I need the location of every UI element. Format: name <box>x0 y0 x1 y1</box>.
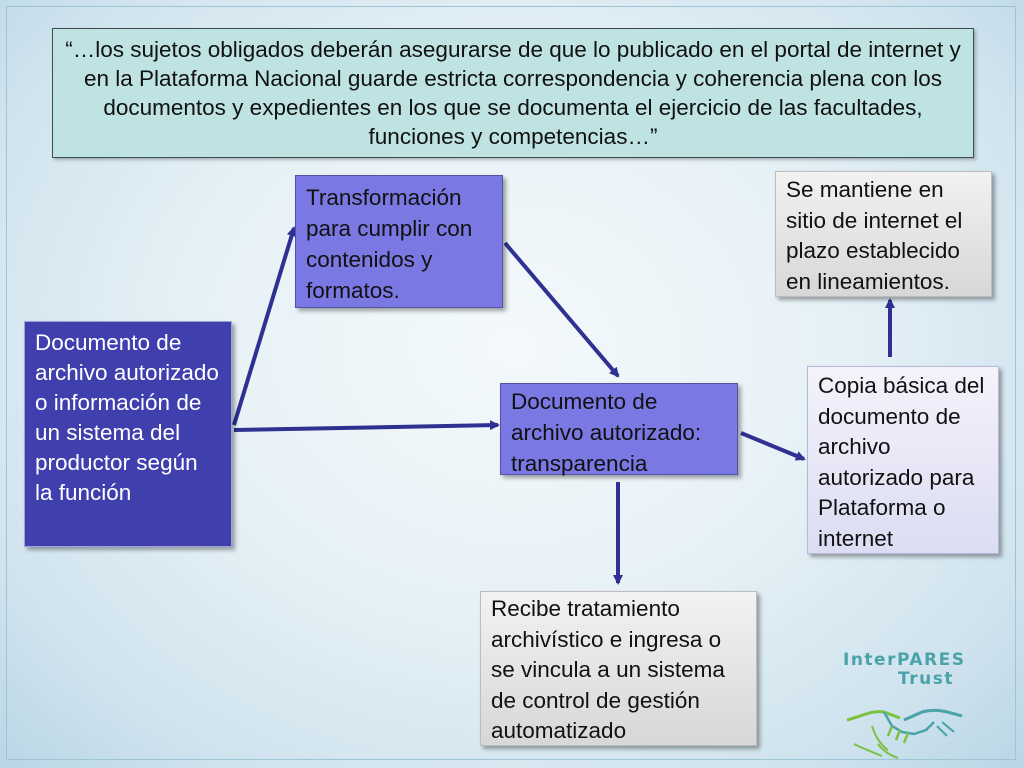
node-documento-transparencia: Documento de archivo autorizado: transpa… <box>500 383 738 476</box>
node-transformacion: Transformación para cumplir con contenid… <box>295 175 503 308</box>
logo-line1: InterPARES <box>843 650 966 670</box>
handshake-icon <box>846 708 963 759</box>
node-recibe-tratamiento: Recibe tratamiento archivístico e ingres… <box>480 591 757 746</box>
logo-line2: Trust <box>898 669 954 689</box>
arrow-documento-to-transparencia <box>233 420 500 432</box>
node-se-mantiene: Se mantiene en sitio de internet el plaz… <box>775 171 992 297</box>
node-documento-archivo: Documento de archivo autorizado o inform… <box>24 321 232 547</box>
arrow-transparencia-to-copia <box>740 431 806 461</box>
quote-box: “…los sujetos obligados deberán asegurar… <box>52 28 974 158</box>
node-copia-basica: Copia básica del documento de archivo au… <box>807 366 999 554</box>
arrow-transformacion-to-transparencia <box>503 241 620 378</box>
arrow-documento-to-transformacion <box>232 226 297 426</box>
